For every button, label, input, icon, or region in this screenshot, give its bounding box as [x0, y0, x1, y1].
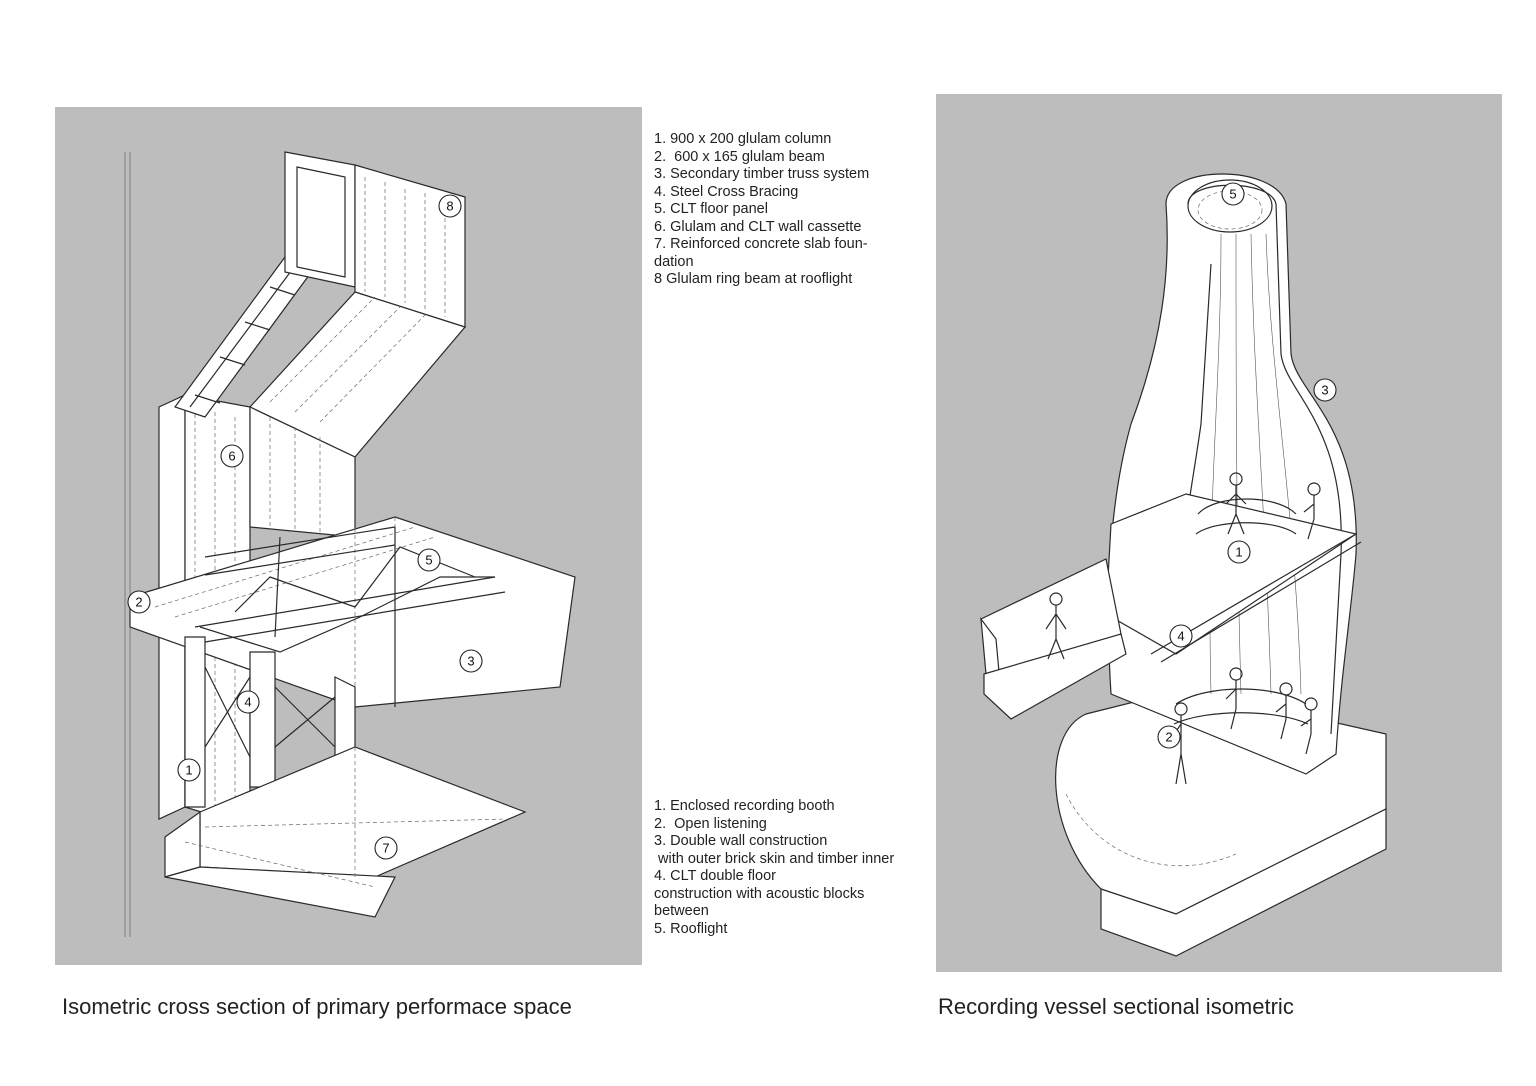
legend-item: 3. Secondary timber truss system: [654, 166, 870, 182]
callout-label-3: 3: [467, 654, 474, 669]
legend-item: 3. Double wall construction with outer b…: [654, 833, 895, 867]
structural-isometric-drawing: 8 6 5 2 3 4 1 7: [124, 151, 576, 937]
callout-1: [1227, 540, 1251, 564]
callout-label-8: 8: [446, 199, 453, 214]
legend-item: 4. Steel Cross Bracing: [654, 183, 799, 200]
callout-label-2: 2: [1165, 730, 1172, 745]
legend-item: 2. Open listening: [654, 815, 767, 832]
callout-2: [1157, 725, 1181, 749]
callout-label-4: 4: [244, 695, 251, 710]
legend-item: 6. Glulam and CLT wall cassette: [654, 218, 862, 235]
legend-structure: 1. 900 x 200 glulam column 2. 600 x 165 …: [654, 131, 904, 289]
recording-vessel-drawing: 5 3 1 4 2: [980, 173, 1387, 957]
callout-label-5: 5: [1229, 187, 1236, 202]
callout-4: [236, 690, 260, 714]
legend-item: 5. CLT floor panel: [654, 201, 768, 217]
callout-label-4: 4: [1177, 629, 1184, 644]
legend-vessel: 1. Enclosed recording booth 2. Open list…: [654, 798, 919, 938]
legend-item: 1. Enclosed recording booth: [654, 798, 835, 814]
callout-7: [374, 836, 398, 860]
right-diagram-caption: Recording vessel sectional isometric: [938, 994, 1294, 1019]
callout-3: [1313, 378, 1337, 402]
left-diagram-caption: Isometric cross section of primary perfo…: [62, 994, 572, 1019]
legend-item: 4. CLT double floor construction with ac…: [654, 868, 865, 919]
callout-5: [1221, 182, 1245, 206]
callout-1: [177, 758, 201, 782]
legend-item: 7. Reinforced concrete slab foun- dation: [654, 236, 868, 270]
callout-5: [417, 548, 441, 572]
callout-8: [438, 194, 462, 218]
callout-6: [220, 444, 244, 468]
callout-label-3: 3: [1321, 383, 1328, 398]
callout-label-5: 5: [425, 553, 432, 568]
callout-4: [1169, 624, 1193, 648]
legend-item: 8 Glulam ring beam at rooflight: [654, 271, 853, 287]
legend-item: 1. 900 x 200 glulam column: [654, 131, 832, 147]
callout-2: [127, 590, 151, 614]
callout-label-7: 7: [382, 841, 389, 856]
legend-item: 5. Rooflight: [654, 920, 728, 937]
right-diagram-panel: 5 3 1 4 2: [936, 94, 1502, 972]
callout-3: [459, 649, 483, 673]
callout-label-2: 2: [135, 595, 142, 610]
left-diagram-panel: 8 6 5 2 3 4 1 7: [55, 107, 642, 965]
legend-item: 2. 600 x 165 glulam beam: [654, 148, 825, 165]
callout-label-6: 6: [228, 449, 235, 464]
callout-label-1: 1: [185, 763, 192, 778]
callout-label-1: 1: [1235, 545, 1242, 560]
